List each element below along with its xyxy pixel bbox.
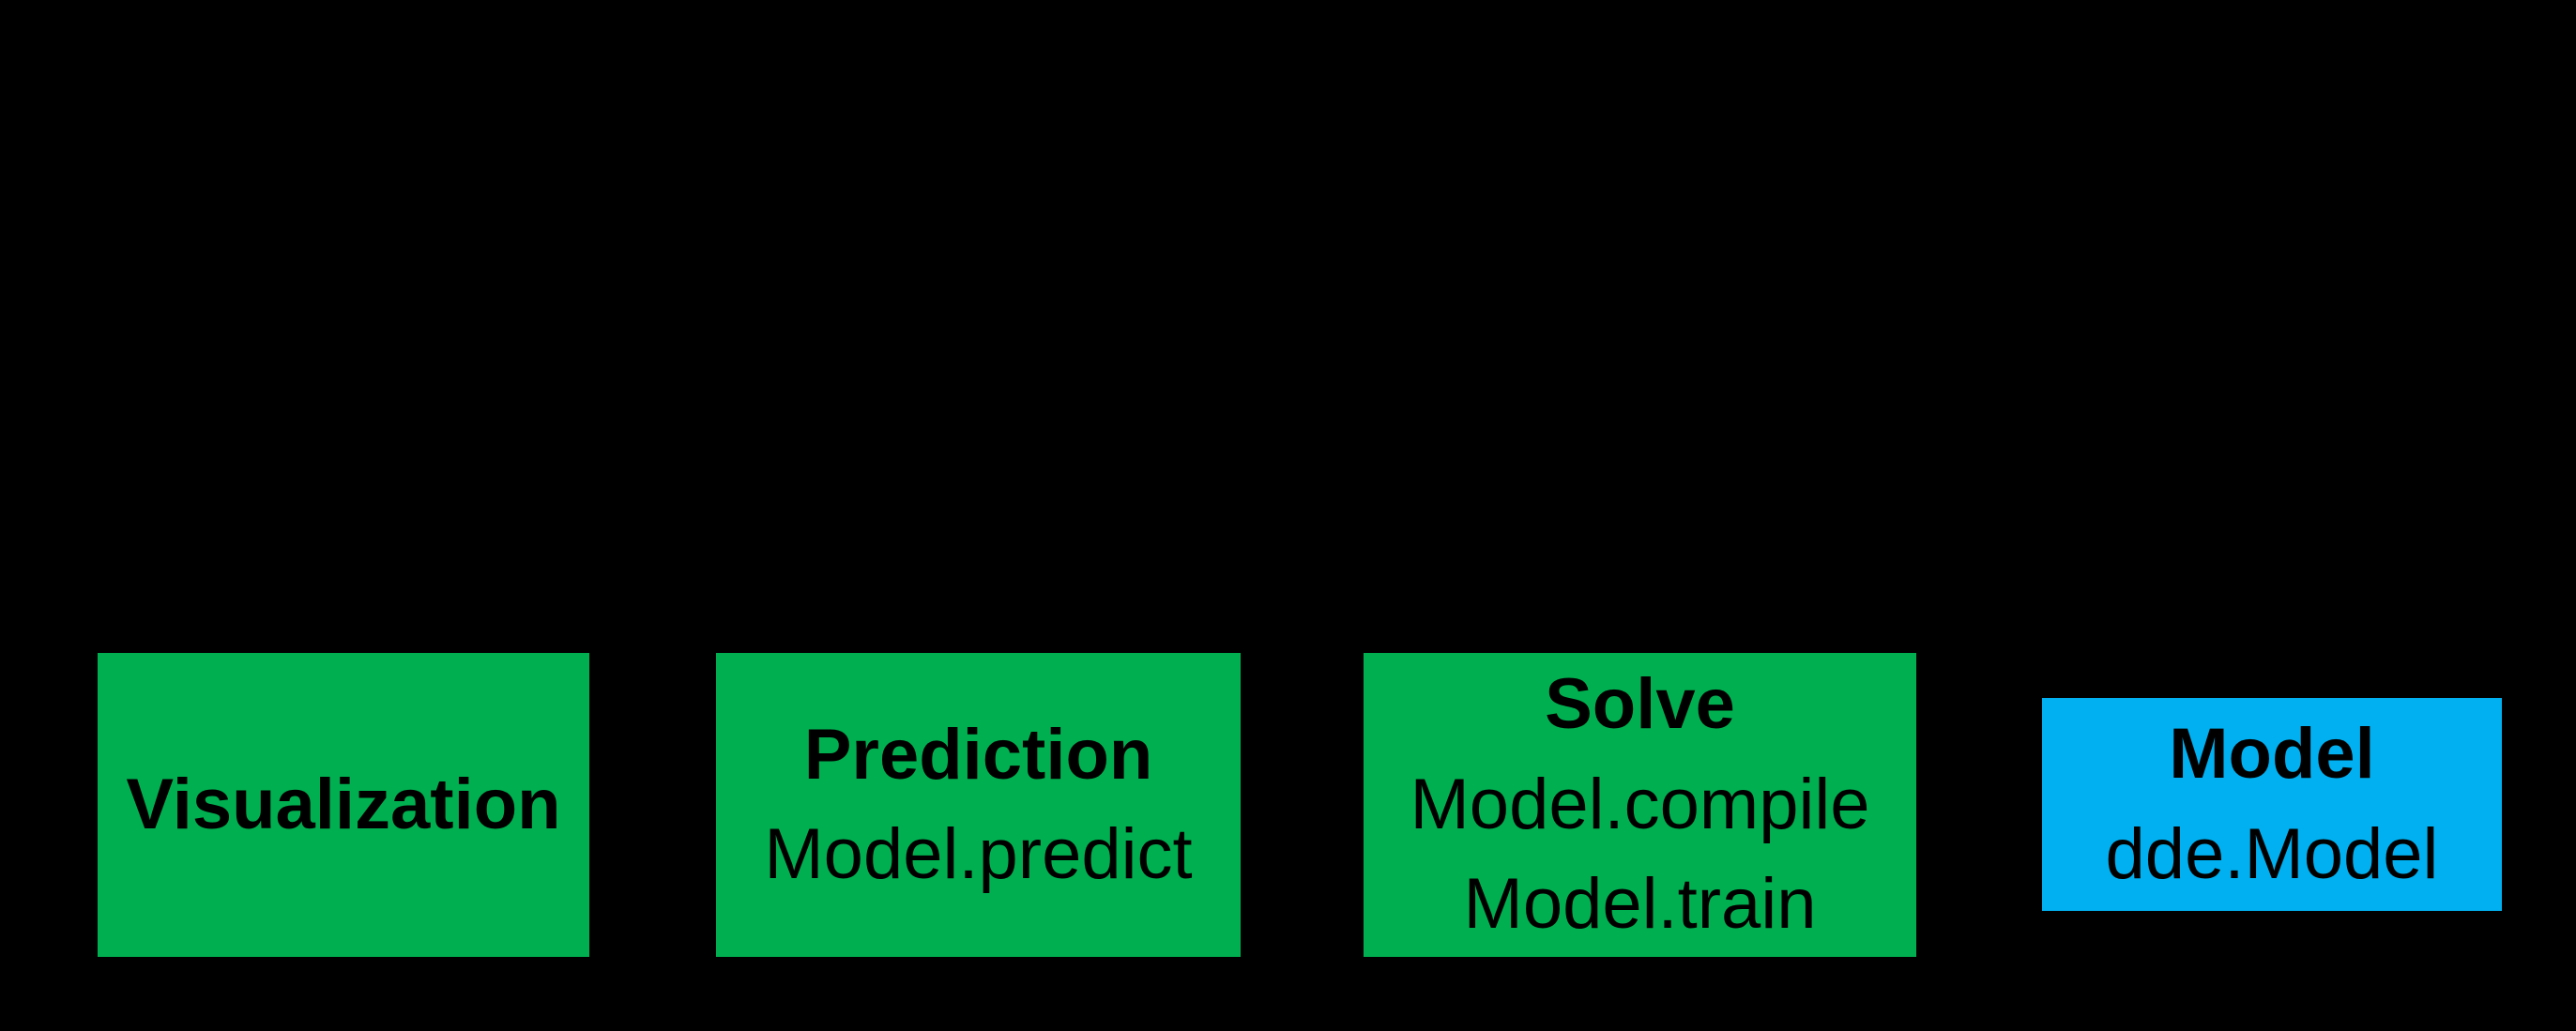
solve-box-code-line-compile: Model.compile	[1410, 764, 1870, 844]
solve-box: Solve Model.compile Model.train	[1364, 653, 1916, 957]
model-box-title: Model	[2169, 714, 2375, 795]
model-box: Model dde.Model	[2042, 698, 2502, 911]
prediction-box-title: Prediction	[803, 714, 1153, 795]
visualization-box: Visualization	[98, 653, 589, 957]
model-box-code-line: dde.Model	[2105, 813, 2439, 894]
solve-box-title: Solve	[1545, 664, 1735, 745]
prediction-box: Prediction Model.predict	[716, 653, 1241, 957]
solve-box-code-line-train: Model.train	[1463, 864, 1817, 945]
prediction-box-code-line: Model.predict	[764, 814, 1193, 894]
visualization-box-title: Visualization	[126, 764, 561, 844]
